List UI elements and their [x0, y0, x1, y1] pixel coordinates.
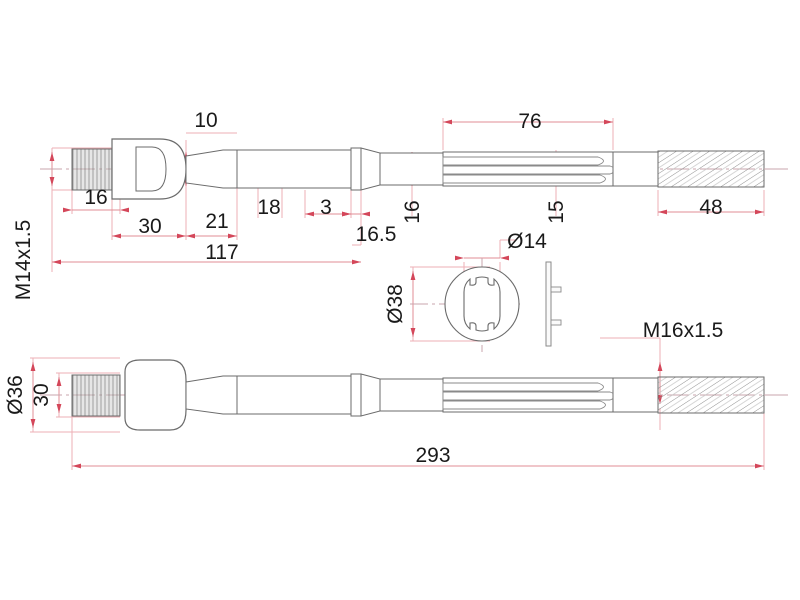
spline-washer-detail: Ø38 Ø14 — [384, 230, 562, 352]
splined-section — [442, 151, 659, 187]
collar-ring — [350, 147, 362, 191]
lower-rod-body — [236, 375, 352, 415]
dim-thread-right-length: 48 — [699, 196, 722, 219]
dim-shaft-diameter: 16 — [401, 200, 424, 223]
lower-tie-rod-view: Ø36 30 M16x1.5 293 — [4, 319, 790, 470]
dim-overall-left: 117 — [205, 241, 238, 264]
dim-washer-bore-diameter: Ø14 — [507, 230, 547, 253]
dim-housing-length: 30 — [138, 215, 161, 238]
dim-taper-neck-height: 10 — [194, 109, 217, 132]
dim-thread-right-spec: M16x1.5 — [643, 319, 724, 342]
dim-housing-inner-diameter: 30 — [30, 383, 53, 406]
rod-body — [236, 149, 352, 189]
lower-collar-ring — [350, 373, 362, 417]
lower-splined-section — [442, 377, 659, 413]
right-thread-end — [657, 150, 765, 188]
dim-spline-length: 76 — [518, 110, 541, 133]
dim-washer-outer-diameter: Ø38 — [384, 284, 407, 324]
lower-right-thread-end — [657, 376, 765, 414]
washer-side-view — [545, 261, 562, 347]
dim-taper-length: 21 — [205, 210, 228, 233]
washer-splined-bore — [463, 276, 501, 332]
collar-taper — [360, 147, 381, 191]
taper-neck — [185, 149, 238, 189]
dim-collar-gap: 3 — [320, 196, 332, 219]
dim-spline-diameter: 15 — [545, 200, 568, 223]
lower-ball-joint-housing — [124, 359, 187, 431]
dim-rod-diameter: 18 — [257, 196, 280, 219]
dim-overall-length: 293 — [415, 444, 450, 467]
dim-housing-outer-diameter: Ø36 — [4, 375, 27, 415]
shaft-16 — [379, 152, 444, 186]
dim-thread-left-length: 16 — [84, 186, 107, 209]
dim-collar-position: 16.5 — [356, 223, 397, 246]
lower-taper-neck — [185, 375, 238, 415]
ball-socket-inner — [135, 146, 167, 192]
dim-thread-left-spec: M14x1.5 — [12, 220, 35, 301]
lower-left-thread-stud — [71, 374, 121, 417]
lower-collar-taper — [360, 373, 381, 417]
lower-shaft-16 — [379, 378, 444, 412]
upper-tie-rod-view: M14x1.5 16 30 10 21 18 3 16.5 16 117 76 … — [12, 109, 790, 300]
